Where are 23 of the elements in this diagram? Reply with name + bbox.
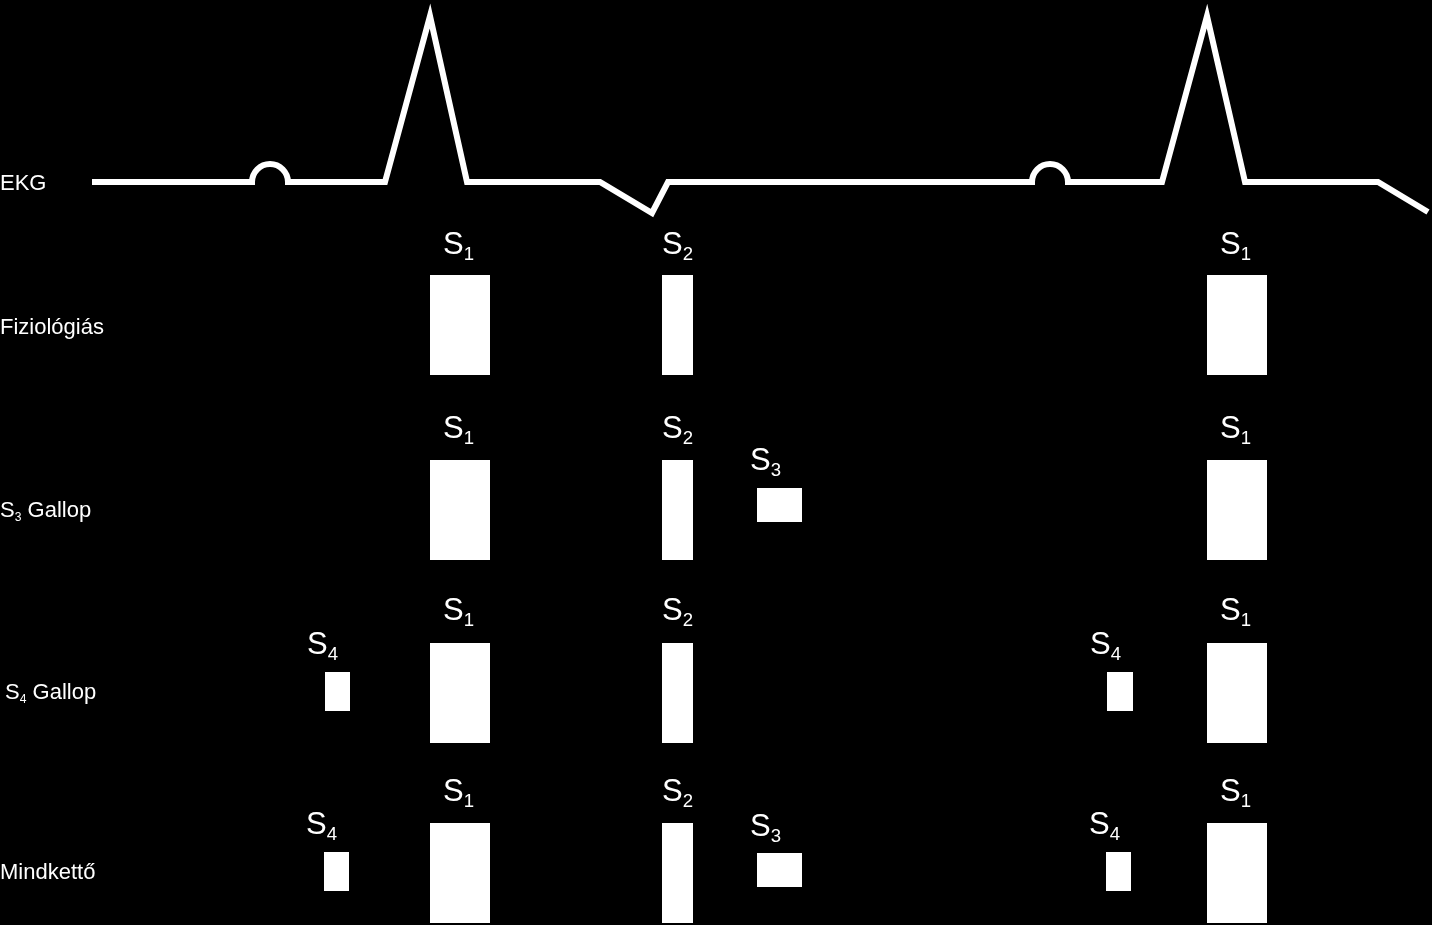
heart-sound-label: S$_{4}$ bbox=[1090, 627, 1122, 661]
heart-sound-label: S$_{4}$ bbox=[306, 807, 338, 841]
heart-sound-label: S$_{1}$ bbox=[443, 774, 475, 808]
row-label: EKG bbox=[0, 170, 47, 196]
heart-sound-label: S$_{1}$ bbox=[443, 593, 475, 627]
heart-sound-label: S$_{1}$ bbox=[1220, 411, 1252, 445]
heart-sound-label: S$_{1}$ bbox=[1220, 774, 1252, 808]
heart-sound-label: S$_{3}$ bbox=[750, 443, 782, 477]
row-label: Mindkettő bbox=[0, 859, 96, 885]
heart-sound-label: S$_{1}$ bbox=[1220, 227, 1252, 261]
heart-sound-label: S$_{1}$ bbox=[443, 411, 475, 445]
heart-sound-label: S$_{2}$ bbox=[662, 227, 694, 261]
heart-sound-label: S$_{1}$ bbox=[443, 227, 475, 261]
row-label: S$_{4}$ Gallop bbox=[5, 679, 97, 705]
heart-sound-label: S$_{4}$ bbox=[307, 627, 339, 661]
row-label: S$_{3}$ Gallop bbox=[0, 497, 92, 523]
heart-sound-label: S$_{2}$ bbox=[662, 411, 694, 445]
row-label: Fiziológiás bbox=[0, 314, 104, 340]
heart-sound-label: S$_{2}$ bbox=[662, 774, 694, 808]
heart-sound-label: S$_{1}$ bbox=[1220, 593, 1252, 627]
heart-sound-label: S$_{4}$ bbox=[1089, 807, 1121, 841]
heart-sound-label: S$_{3}$ bbox=[750, 809, 782, 843]
heart-sound-label: S$_{2}$ bbox=[662, 593, 694, 627]
